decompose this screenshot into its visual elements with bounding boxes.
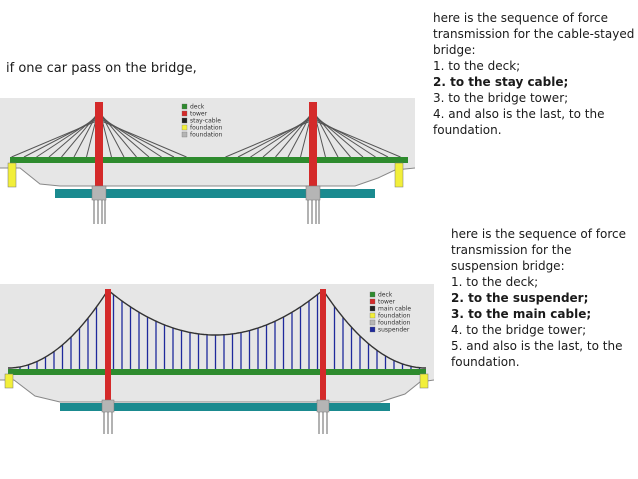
foundation-pier-left: [91, 185, 107, 201]
legend-swatch: [369, 305, 376, 312]
legend-label: foundation: [190, 132, 223, 139]
stay-cable: [36, 115, 100, 158]
legend-swatch: [369, 298, 376, 305]
stay-cable: [312, 115, 376, 158]
text-line: 3. to the bridge tower;: [433, 91, 569, 105]
legend-label: tower: [378, 299, 396, 306]
text-line: 4. to the bridge tower;: [451, 323, 587, 337]
text-line: 5. and also is the last, to the: [451, 339, 623, 353]
legend-label: deck: [190, 104, 205, 111]
text-line: 3. to the main cable;: [451, 307, 592, 321]
text-line: transmission for the: [451, 243, 572, 257]
stay-cables: [11, 107, 401, 158]
tower-left: [95, 102, 103, 188]
text-line: transmission for the cable-stayed: [433, 27, 635, 41]
tower-left: [105, 289, 111, 401]
foundation-abutment-right: [394, 162, 404, 188]
legend-label: stay-cable: [190, 118, 221, 125]
legend-swatch: [181, 131, 188, 138]
text-line: foundation.: [451, 355, 520, 369]
tower-right: [320, 289, 326, 401]
pile-lines: [93, 200, 320, 224]
foundation-abutment-left: [7, 162, 17, 188]
stay-cable: [98, 117, 175, 158]
foundation-pier-right: [316, 399, 330, 413]
legend-swatch: [369, 326, 376, 333]
suspension-sequence-text: here is the sequence of force transmissio…: [451, 226, 638, 370]
tower-right: [309, 102, 317, 188]
legend-swatch: [369, 312, 376, 319]
legend-label: main cable: [378, 306, 411, 313]
legend-swatch: [181, 124, 188, 131]
legend-swatch: [181, 110, 188, 117]
water: [55, 189, 375, 198]
stay-cable: [312, 117, 389, 158]
foundation-pier-left: [101, 399, 115, 413]
legend-label: foundation: [378, 320, 411, 327]
text-line: 2. to the suspender;: [451, 291, 589, 305]
suspenders: [19, 294, 421, 369]
text-line: here is the sequence of force: [433, 11, 609, 25]
text-line: 1. to the deck;: [433, 59, 521, 73]
legend-label: foundation: [378, 313, 411, 320]
text-line: here is the sequence of force: [451, 227, 627, 241]
pile-lines: [103, 412, 328, 434]
stay-cable: [23, 117, 100, 158]
cable-stayed-sequence-text: here is the sequence of force transmissio…: [433, 10, 635, 138]
stay-cable: [250, 115, 314, 158]
stay-cable: [237, 117, 314, 158]
legend-label: suspender: [378, 327, 410, 334]
text-line: 4. and also is the last, to the: [433, 107, 605, 121]
legend-label: foundation: [190, 125, 223, 132]
text-line: bridge:: [433, 43, 476, 57]
stay-cable: [11, 119, 100, 158]
terrain-outline: [0, 379, 434, 403]
stay-cable: [312, 119, 401, 158]
text-line: suspension bridge:: [451, 259, 565, 273]
legend-label: tower: [190, 111, 208, 118]
water: [60, 403, 390, 411]
legend-swatch: [369, 319, 376, 326]
intro-text: if one car pass on the bridge,: [6, 61, 197, 76]
bridge-deck: [8, 369, 426, 375]
legend-swatch: [181, 103, 188, 110]
foundation-abutment-right: [419, 373, 429, 389]
legend-swatch: [369, 291, 376, 298]
main-cable: [8, 288, 426, 369]
stay-cable: [98, 119, 187, 158]
foundation-pier-right: [305, 185, 321, 201]
text-line: 2. to the stay cable;: [433, 75, 569, 89]
text-line: 1. to the deck;: [451, 275, 539, 289]
terrain-outline: [0, 167, 415, 187]
legend-label: deck: [378, 292, 393, 299]
legend-swatch: [181, 117, 188, 124]
stay-cable: [98, 115, 162, 158]
foundation-abutment-left: [4, 373, 14, 389]
stay-cable: [225, 119, 314, 158]
text-line: foundation.: [433, 123, 502, 137]
bridge-deck: [10, 157, 408, 163]
